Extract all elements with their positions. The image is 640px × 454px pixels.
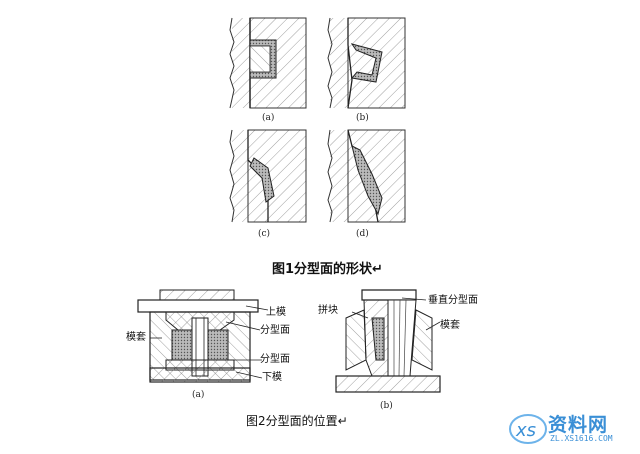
watermark-text: 资料网 [548,414,609,436]
label-insert-block: 拼块 [318,303,338,316]
fig1-panel-b [327,17,406,109]
fig2-panel-b [335,289,441,393]
label-bottom-mold: 下模 [262,371,282,383]
fig1-panel-d [327,129,406,223]
fig2-panel-a [137,289,269,383]
watermark-logo-icon: xs [509,414,547,444]
fig2-label-b: (b) [380,400,393,411]
fig1-panel-c [229,129,307,223]
fig1-panel-a [229,17,307,109]
figure2-caption: 图2分型面的位置↵ [246,414,348,428]
label-parting-lower: 分型面 [260,352,290,365]
svg-text:xs: xs [515,420,536,441]
label-top-mold: 上模 [266,306,286,318]
fig1-label-c: (c) [258,228,270,239]
watermark-url: ZL.XS1616.COM [550,434,613,443]
label-mold-sleeve-right: 模套 [440,318,460,331]
fig1-label-a: (a) [262,112,274,123]
label-mold-sleeve-left: 模套 [126,330,146,343]
fig2-label-a: (a) [192,389,204,400]
figure1-caption: 图1分型面的形状↵ [272,262,383,277]
fig1-label-b: (b) [356,112,369,123]
label-vertical-parting: 垂直分型面 [428,293,478,306]
fig1-label-d: (d) [356,228,369,239]
label-parting-upper: 分型面 [260,323,290,336]
